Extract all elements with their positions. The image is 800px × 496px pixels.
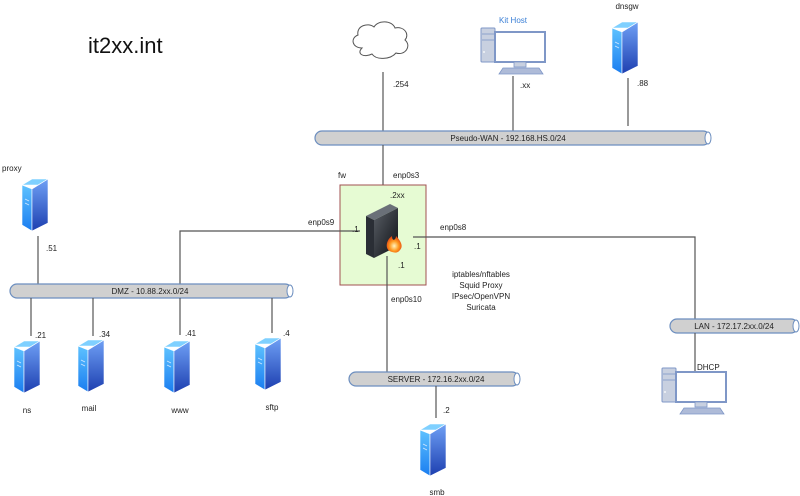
wire-fw-dmz <box>179 230 360 284</box>
label-kit-host: Kit Host <box>499 16 528 25</box>
service-item: Suricata <box>466 303 496 312</box>
label-fw: fw <box>338 171 346 180</box>
ip-dnsgw: .88 <box>637 79 649 88</box>
server-icon-smb <box>419 423 447 477</box>
desktop-pc-icon <box>661 367 727 415</box>
cloud-icon <box>352 21 409 59</box>
label-dnsgw: dnsgw <box>615 2 638 11</box>
iface-server-name: enp0s10 <box>391 295 422 304</box>
diagram-title: it2xx.int <box>88 33 163 58</box>
ip-mail: .34 <box>99 330 111 339</box>
service-item: IPsec/OpenVPN <box>452 292 510 301</box>
label-ns: ns <box>23 406 31 415</box>
server-icon-ns <box>13 340 41 394</box>
server-icon-sftp <box>254 337 282 391</box>
bus-label-dmz: DMZ - 10.88.2xx.0/24 <box>112 287 189 296</box>
ip-kit-host: .xx <box>520 81 530 90</box>
firewall-icon <box>366 204 402 258</box>
service-item: iptables/nftables <box>452 270 510 279</box>
server-icon-www <box>163 340 191 394</box>
ip-ns: .21 <box>35 331 47 340</box>
iface-dmz-ip: .1 <box>352 225 359 234</box>
bus-server: SERVER - 172.16.2xx.0/24 <box>348 371 521 387</box>
server-icon-proxy <box>21 178 49 232</box>
label-www: www <box>170 406 189 415</box>
bus-label-lan: LAN - 172.17.2xx.0/24 <box>694 322 774 331</box>
ip-sftp: .4 <box>283 329 290 338</box>
iface-dmz-name: enp0s9 <box>308 218 335 227</box>
iface-lan-name: enp0s8 <box>440 223 467 232</box>
service-item: Squid Proxy <box>459 281 502 290</box>
server-icon-dnsgw <box>611 21 639 75</box>
label-sftp: sftp <box>266 403 279 412</box>
server-icon-mail <box>77 339 105 393</box>
iface-lan-ip: .1 <box>414 242 421 251</box>
desktop-pc-icon <box>480 27 546 75</box>
ip-proxy: .51 <box>46 244 58 253</box>
bus-pseudo-wan: Pseudo-WAN - 192.168.HS.0/24 <box>314 130 712 146</box>
bus-label-server: SERVER - 172.16.2xx.0/24 <box>388 375 485 384</box>
bus-dmz: DMZ - 10.88.2xx.0/24 <box>9 283 294 299</box>
iface-wan-name: enp0s3 <box>393 171 420 180</box>
iface-wan-ip: .2xx <box>390 191 405 200</box>
bus-lan: LAN - 172.17.2xx.0/24 <box>669 318 800 334</box>
ip-smb: .2 <box>443 406 450 415</box>
wire-fw-lan <box>413 236 696 320</box>
ip-www: .41 <box>185 329 197 338</box>
label-mail: mail <box>82 404 97 413</box>
firewall-services: iptables/nftables Squid Proxy IPsec/Open… <box>452 270 510 312</box>
ip-internet: .254 <box>393 80 409 89</box>
label-smb: smb <box>429 488 445 496</box>
label-dhcp-client: DHCP <box>697 363 720 372</box>
iface-server-ip: .1 <box>398 261 405 270</box>
bus-label-wan: Pseudo-WAN - 192.168.HS.0/24 <box>450 134 566 143</box>
label-proxy: proxy <box>2 164 22 173</box>
